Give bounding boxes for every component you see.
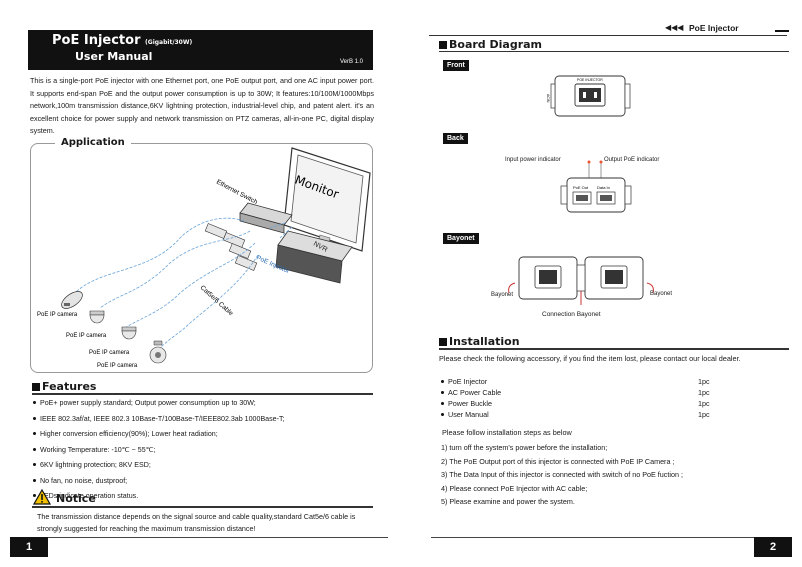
feature-item: IEEE 802.3af/at, IEEE 802.3 10Base-T/100…: [33, 412, 373, 428]
poe-injector-group-icon: [204, 223, 258, 271]
data-in-port-label: Data In: [597, 185, 610, 190]
input-indicator-label: Input power indicator: [505, 157, 561, 163]
step-item: 4) Please connect PoE Injector with AC c…: [441, 483, 588, 493]
warning-icon: [33, 489, 51, 505]
features-rule: [32, 393, 373, 395]
application-diagram: Monitor Ethernet Switch NVR PoE Injector: [37, 147, 371, 369]
bullet-icon: [33, 432, 36, 435]
accessory-intro: Please check the following accessory, if…: [439, 354, 741, 363]
installation-rule: [439, 348, 789, 350]
back-tag: Back: [443, 133, 468, 144]
header-tick: [775, 30, 789, 32]
switch-label: Ethernet Switch: [215, 179, 259, 207]
title-rule: [28, 68, 373, 70]
network-cables: [74, 217, 293, 349]
feature-item: Higher conversion efficiency(90%); Lower…: [33, 427, 373, 443]
bullet-icon: [441, 391, 444, 394]
connection-bayonet-label: Connection Bayonet: [542, 311, 601, 318]
nvr-icon: NVR: [275, 230, 353, 284]
notice-heading: Notice: [56, 492, 96, 505]
poe-out-port-label: PoE Out: [573, 185, 589, 190]
bullet-icon: [33, 494, 36, 497]
manual-title: PoE Injector (Gigabit/30W): [52, 33, 193, 48]
step-item: 1) turn off the system's power before th…: [441, 443, 608, 452]
square-bullet-icon: [32, 383, 40, 391]
version-label: VerB 1.0: [340, 59, 364, 65]
dome-camera-icon: [121, 326, 137, 340]
step-item: 5) Please examine and power the system.: [441, 497, 575, 506]
bullet-icon: [441, 380, 444, 383]
bullet-icon: [33, 447, 36, 451]
bayonet-diagram: [508, 256, 654, 305]
camera-label: PoE IP camera: [66, 333, 107, 339]
features-heading: Features: [32, 380, 96, 393]
square-bullet-icon: [439, 338, 447, 346]
step-item: 3) The Data Input of this injector is co…: [441, 470, 683, 479]
application-frame: [30, 143, 373, 373]
camera-label: PoE IP camera: [37, 312, 78, 318]
camera-label: PoE IP camera: [97, 363, 138, 369]
bullet-icon: [33, 478, 36, 482]
board-diagram-heading: Board Diagram: [439, 38, 542, 51]
bayonet-left-label: Bayonet: [491, 292, 514, 298]
cable-label: Cat5e/6 Cable: [199, 284, 235, 317]
installation-heading: Installation: [439, 335, 520, 348]
back-view-diagram: PoE Out Data In: [560, 160, 632, 213]
output-indicator-label: Output PoE indicator: [604, 157, 660, 163]
front-side-label: ACIN: [546, 94, 550, 103]
right-page: ◀◀◀ PoE Injector Board Diagram Front POE…: [401, 0, 802, 567]
bullet-icon: [33, 463, 36, 466]
step-item: 2) The PoE Output port of this injector …: [441, 456, 675, 466]
installation-steps: 1) turn off the system's power before th…: [441, 441, 791, 509]
bayonet-right-label: Bayonet: [650, 291, 673, 297]
page-number-right: 2: [754, 537, 792, 557]
front-view-diagram: POE INJECTOR ACIN: [546, 75, 631, 117]
feature-item: No fan, no noise, dustproof;: [33, 474, 373, 490]
bullet-camera-icon: [61, 291, 83, 309]
feature-item: LEDs indicate operation status.: [33, 489, 373, 505]
application-heading: Application: [55, 137, 131, 148]
camera-label: PoE IP camera: [89, 350, 130, 356]
bullet-icon: [441, 413, 444, 416]
footer-rule-left: [48, 537, 388, 538]
title-band: [28, 30, 373, 68]
feature-item: 6KV lightning protection; 8KV ESD;: [33, 458, 373, 474]
header-rule: [429, 35, 787, 36]
square-bullet-icon: [439, 41, 447, 49]
notice-text: The transmission distance depends on the…: [37, 512, 356, 533]
feature-item: Working Temperature: -10℃ ~ 55℃;: [33, 443, 373, 459]
board-rule: [439, 51, 789, 52]
features-list: PoE+ power supply standard; Output power…: [33, 396, 373, 505]
left-page: PoE Injector (Gigabit/30W) User Manual V…: [10, 30, 388, 557]
intro-paragraph: This is a single-port PoE injector with …: [30, 76, 374, 136]
front-device-label: POE INJECTOR: [577, 78, 603, 82]
footer-rule-right: [431, 537, 767, 538]
bullet-icon: [33, 401, 36, 404]
steps-intro: Please follow installation steps as belo…: [442, 428, 572, 437]
ptz-camera-icon: [149, 340, 167, 364]
page-header: PoE Injector: [689, 23, 739, 33]
notice-rule: [32, 506, 373, 508]
page-number-left: 1: [10, 537, 48, 557]
bullet-icon: [33, 416, 36, 420]
manual-subtitle: User Manual: [75, 50, 153, 63]
triple-arrow-icon: ◀◀◀: [665, 23, 684, 32]
bullet-icon: [441, 402, 444, 405]
dome-camera-icon: [89, 310, 105, 324]
bayonet-tag: Bayonet: [443, 233, 479, 244]
feature-item: PoE+ power supply standard; Output power…: [33, 396, 373, 412]
front-tag: Front: [443, 60, 469, 71]
